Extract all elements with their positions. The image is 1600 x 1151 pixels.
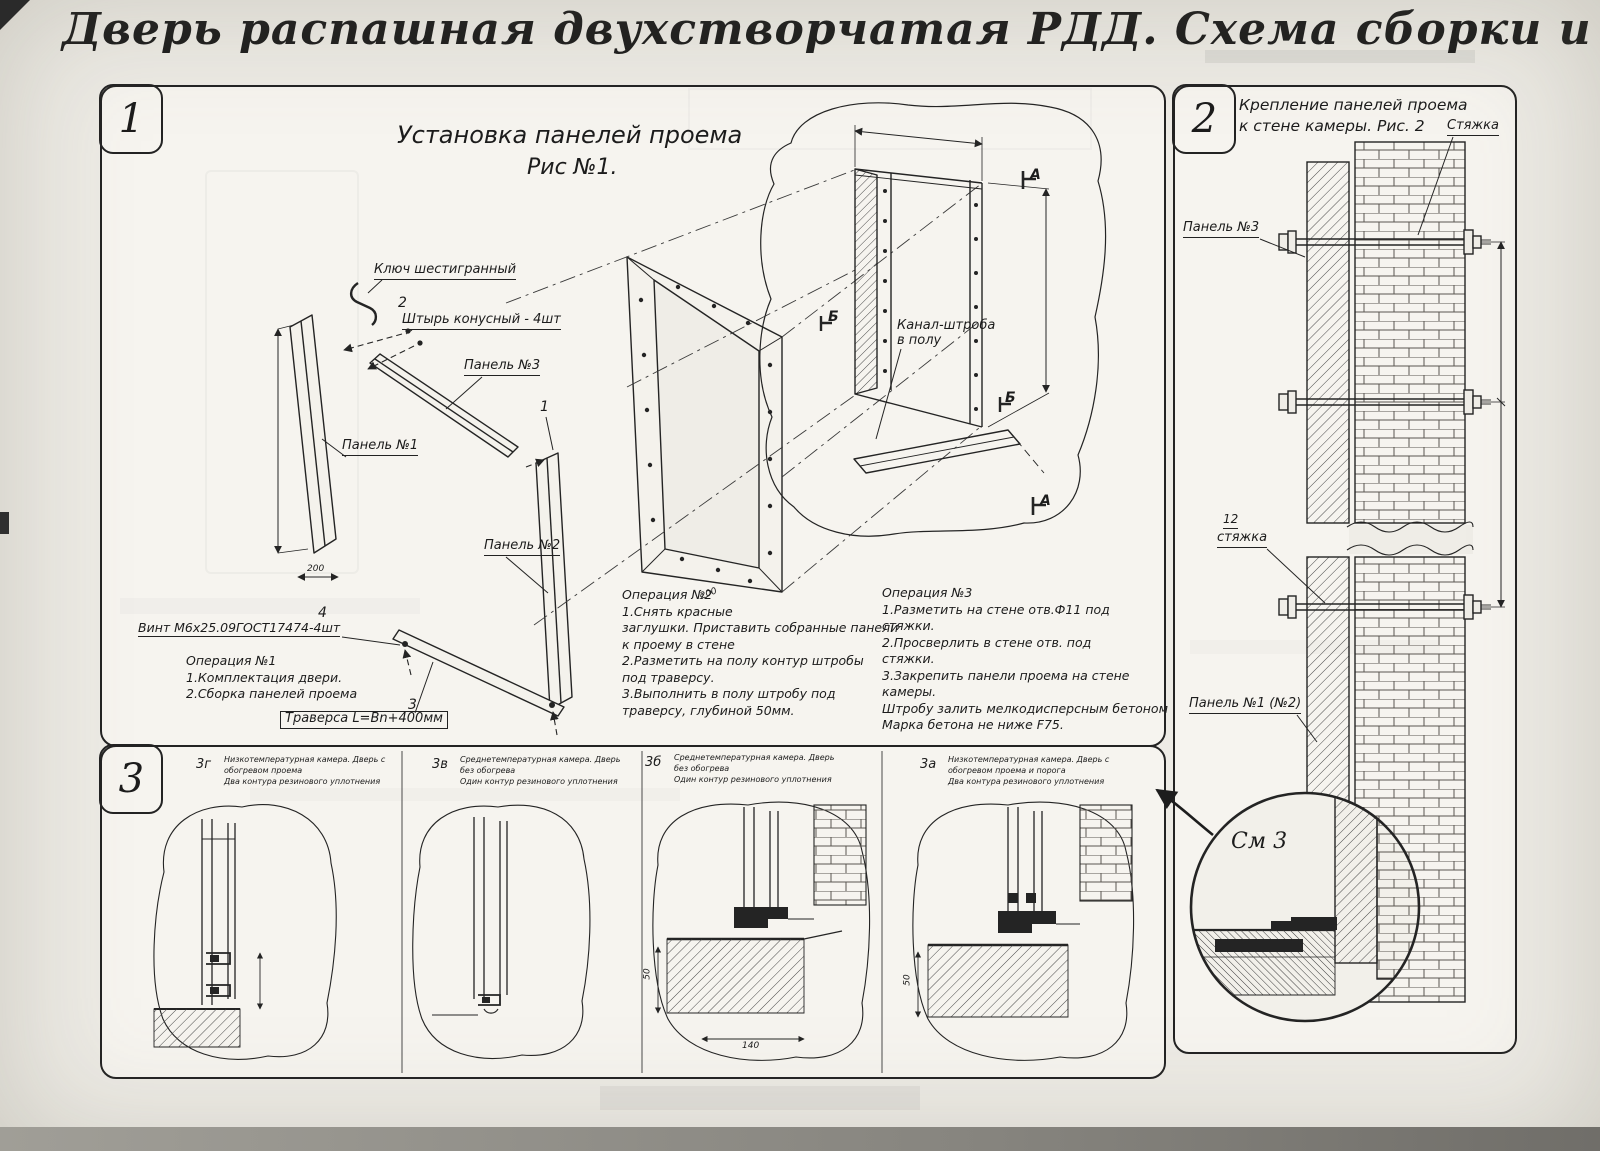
tie-bolt [1278, 594, 1491, 620]
section-id-3b: 3б [645, 755, 662, 770]
label-tie-top: Стяжка [1447, 118, 1499, 136]
detail-circle [1189, 791, 1421, 1023]
section-mark-b2 [819, 316, 832, 331]
label-hex-key: Ключ шестигранный [374, 262, 517, 280]
section-letter-a-top: А [1030, 167, 1041, 183]
fig1-subtitle: Рис №1. [527, 155, 618, 180]
break-line [1346, 544, 1474, 556]
section-mark-b [998, 397, 1011, 412]
item-number-2: 2 [398, 295, 407, 311]
label-panel3: Панель №3 [464, 358, 541, 376]
panel-2-drawing [1189, 136, 1506, 1023]
label-floor-channel: Канал-штроба в полу [897, 318, 996, 348]
panel-2-tab: 2 [1172, 84, 1237, 155]
scan-corner-mark [0, 0, 30, 30]
fig2-title: Крепление панелей проема к стене камеры.… [1239, 96, 1468, 135]
label-tie: стяжка [1217, 530, 1268, 548]
panel-1-number: 1 [118, 96, 145, 143]
panel-1-drawing [274, 102, 1107, 736]
dim-200: 200 [307, 564, 325, 574]
label-tie-number: 12 [1223, 512, 1239, 529]
section-3g-drawing [153, 804, 337, 1060]
panel-3-sections: 3 3г Низкотемпературная камера. Дверь с … [99, 744, 1166, 1079]
section-caption-3v: Среднетемпературная камера. Дверь без об… [460, 755, 621, 786]
panel-1-tab: 1 [99, 84, 164, 155]
section-mark-a-top [1021, 171, 1036, 189]
door-panel-section [1306, 161, 1350, 524]
panel-3-number: 3 [118, 756, 145, 803]
item-number-4: 4 [318, 605, 327, 621]
tie-bolt [1278, 229, 1491, 255]
dim-50: 50 [902, 974, 913, 986]
section-id-3g: 3г [196, 757, 212, 772]
label-traverse: Траверса L=Bn+400мм [280, 711, 448, 729]
operation-1-text: Операция №1 1.Комплектация двери. 2.Сбор… [186, 653, 358, 701]
scan-bottom-strip [0, 1127, 1600, 1151]
label-panel1: Панель №1 [342, 438, 419, 456]
panel-1-installation: 1 Установка панелей проема Рис №1. Ключ … [99, 84, 1168, 747]
label-screw: Винт М6х25.09ГОСТ17474-4шт [138, 620, 341, 638]
dim-140: 140 [742, 1041, 760, 1051]
break-line [1346, 521, 1474, 533]
panel-3-tab: 3 [99, 744, 164, 815]
scan-ghost [600, 1086, 920, 1110]
section-id-3v: 3в [432, 757, 448, 772]
section-letter-a-bottom: А [1040, 493, 1051, 509]
panel-2-number: 2 [1191, 96, 1218, 143]
section-letter-b2: Б [828, 309, 839, 325]
sheet-title: Дверь распашная двухстворчатая РДД. Схем… [62, 4, 1600, 55]
label-panel1-2: Панель №1 (№2) [1189, 696, 1302, 714]
hex-key-icon [349, 282, 378, 326]
panel-3-drawing [153, 751, 1135, 1073]
section-caption-3a: Низкотемпературная камера. Дверь с обогр… [948, 755, 1110, 786]
label-panel2: Панель №2 [484, 538, 561, 556]
label-panel3: Панель №3 [1183, 220, 1260, 238]
fig1-title: Установка панелей проема [397, 121, 743, 149]
section-caption-3g: Низкотемпературная камера. Дверь с обогр… [224, 755, 386, 786]
item-number-3: 3 [408, 697, 417, 713]
section-3b-drawing [652, 801, 871, 1061]
item-number-1: 1 [540, 399, 549, 415]
section-3a-drawing [912, 801, 1135, 1061]
operation-3-text: Операция №3 1.Разметить на стене отв.Ф11… [882, 585, 1168, 732]
section-letter-b: Б [1005, 390, 1016, 406]
section-id-3a: 3а [920, 757, 937, 772]
section-caption-3b: Среднетемпературная камера. Дверь без об… [674, 753, 835, 784]
section-mark-a-bottom [1031, 497, 1046, 515]
tie-bolt [1278, 389, 1491, 415]
dim-50: 50 [642, 968, 653, 980]
operation-2-text: Операция №2 1.Снять красные заглушки. Пр… [622, 587, 899, 718]
label-see-detail-3: См 3 [1231, 829, 1288, 854]
scan-edge-mark [0, 512, 9, 534]
label-pin: Штырь конусный - 4шт [402, 312, 561, 330]
brick-wall [1354, 141, 1466, 524]
panel-2-wall-fixing: 2 Крепление панелей проема к стене камер… [1172, 84, 1517, 1054]
section-3v-drawing [412, 804, 591, 1059]
